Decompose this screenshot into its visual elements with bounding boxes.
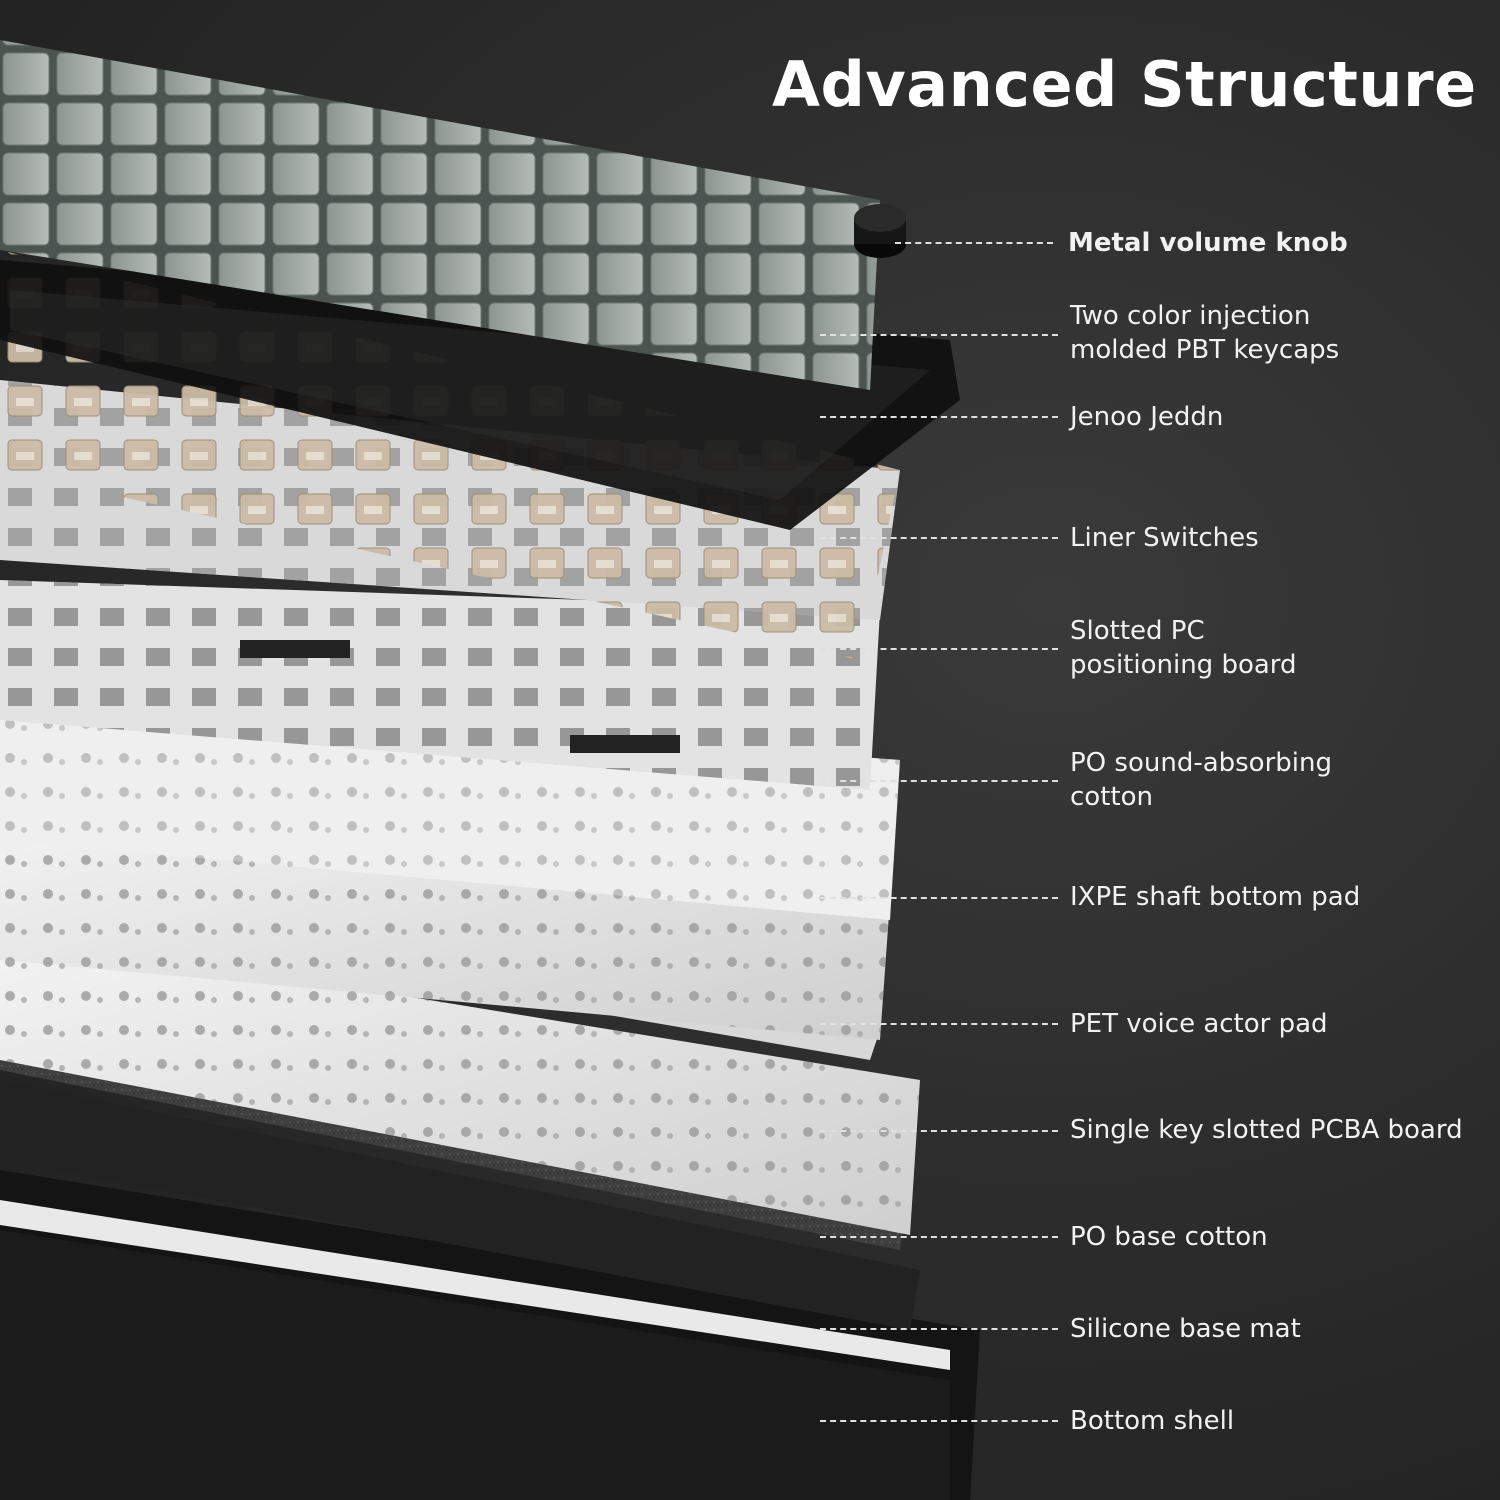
label-line: Slotted PC xyxy=(1070,616,1205,646)
label-line: Bottom shell xyxy=(1070,1406,1235,1436)
bottom-shell-layer xyxy=(0,1170,980,1500)
label-base-cotton: PO base cotton xyxy=(1070,1220,1268,1254)
label-line: positioning board xyxy=(1070,650,1297,680)
label-pcba: Single key slotted PCBA board xyxy=(1070,1113,1463,1147)
label-ixpe-pad: IXPE shaft bottom pad xyxy=(1070,880,1360,914)
leader-line-positioning-board xyxy=(820,648,1058,650)
label-knob: Metal volume knob xyxy=(1068,226,1348,260)
leader-line-ixpe-pad xyxy=(820,897,1058,899)
label-line: PO sound-absorbing xyxy=(1070,748,1332,778)
leader-line-bottom-shell xyxy=(820,1420,1058,1422)
label-line: Two color injection xyxy=(1070,301,1311,331)
silicone-mat-layer xyxy=(0,1080,920,1330)
label-line: Silicone base mat xyxy=(1070,1314,1301,1344)
volume-knob xyxy=(854,204,906,258)
label-line: PET voice actor pad xyxy=(1070,1009,1328,1039)
positioning-board-layer xyxy=(0,580,880,790)
label-line: molded PBT keycaps xyxy=(1070,335,1340,365)
label-bottom-shell: Bottom shell xyxy=(1070,1404,1234,1438)
label-switches: Liner Switches xyxy=(1070,521,1259,555)
leader-line-switches xyxy=(820,537,1058,539)
leader-line-base-cotton xyxy=(820,1236,1058,1238)
label-line: PO base cotton xyxy=(1070,1222,1268,1252)
leader-line-frame xyxy=(820,416,1058,418)
label-frame: Jenoo Jeddn xyxy=(1070,400,1223,434)
label-silicone-mat: Silicone base mat xyxy=(1070,1312,1301,1346)
leader-line-silicone-mat xyxy=(820,1328,1058,1330)
label-line: Jenoo Jeddn xyxy=(1070,402,1224,432)
label-pet-pad: PET voice actor pad xyxy=(1070,1007,1328,1041)
label-line: Liner Switches xyxy=(1070,523,1259,553)
leader-line-pet-pad xyxy=(820,1023,1058,1025)
page-title: Advanced Structure xyxy=(772,48,1477,121)
label-line: Single key slotted PCBA board xyxy=(1070,1115,1463,1145)
label-line: Metal volume knob xyxy=(1068,228,1348,258)
keycap-layer xyxy=(0,40,880,390)
label-positioning-board: Slotted PC positioning board xyxy=(1070,614,1297,682)
leader-line-sound-cotton xyxy=(820,780,1058,782)
leader-line-knob xyxy=(895,242,1053,244)
label-line: cotton xyxy=(1070,782,1153,812)
label-line: IXPE shaft bottom pad xyxy=(1070,882,1361,912)
label-keycaps: Two color injection molded PBT keycaps xyxy=(1070,299,1339,367)
pcba-layer xyxy=(0,930,920,1235)
leader-line-keycaps xyxy=(820,334,1058,336)
label-sound-cotton: PO sound-absorbing cotton xyxy=(1070,746,1332,814)
leader-line-pcba xyxy=(820,1130,1058,1132)
